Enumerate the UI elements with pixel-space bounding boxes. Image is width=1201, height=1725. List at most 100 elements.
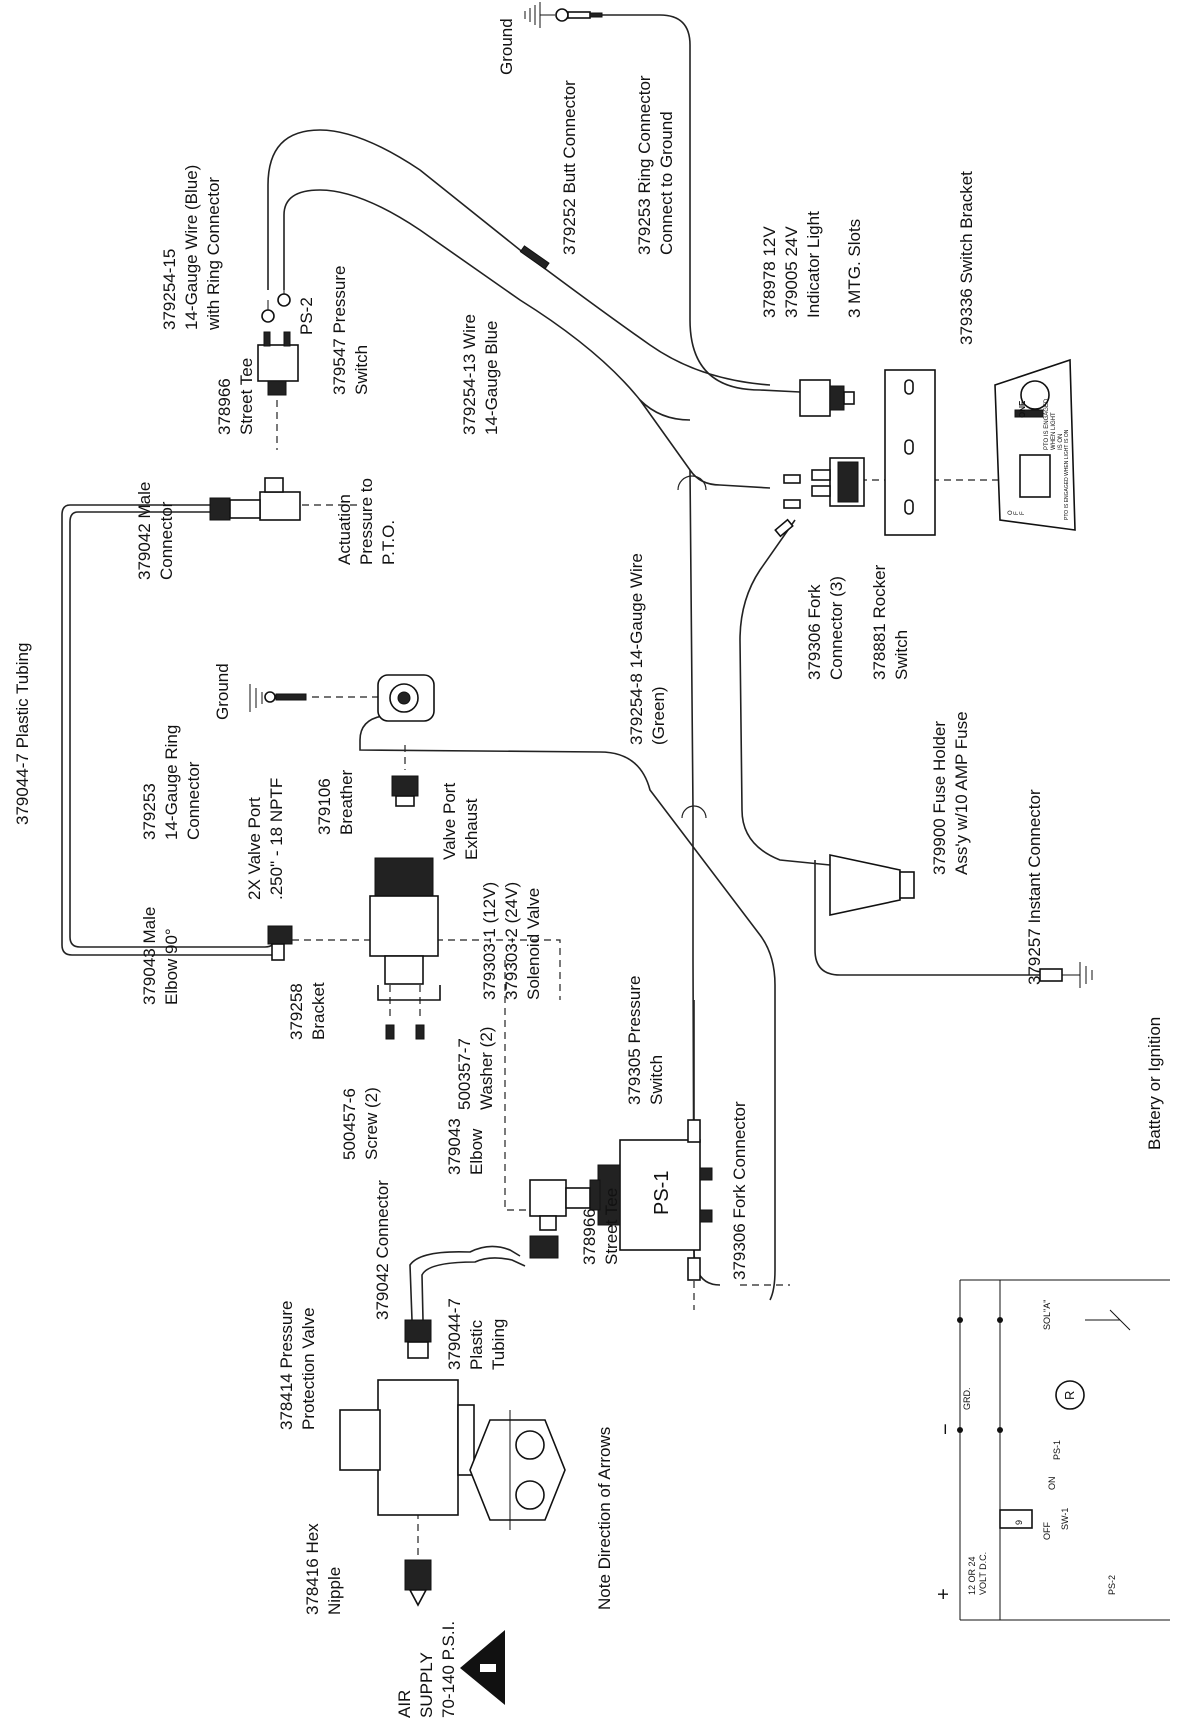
label-ring-14-3: Connector xyxy=(184,761,203,840)
fuse-holder xyxy=(829,854,915,916)
plate-caption: PTO IS ENGAGED WHEN LIGHT IS ON xyxy=(1064,429,1070,520)
label-rocker-2: Switch xyxy=(892,630,911,680)
schematic-relay: R xyxy=(1062,1391,1077,1400)
label-ground-top: Ground xyxy=(497,18,516,75)
label-fork-connector-3-1: 379306 Fork xyxy=(805,584,824,680)
solenoid-coil-head xyxy=(377,674,435,722)
rocker-switch xyxy=(811,457,865,507)
label-male-connector-1: 379042 Male xyxy=(135,482,154,580)
label-street-tee-bot-1: 378966 xyxy=(580,1208,599,1265)
plate-brand: ONE xyxy=(1018,400,1027,418)
air-tubing-inner xyxy=(421,1257,526,1321)
fork-connectors-rocker xyxy=(774,474,801,538)
fuse-wire xyxy=(739,519,831,866)
schematic-grd: GRD. xyxy=(962,1388,972,1411)
label-hex-1: 378416 Hex xyxy=(303,1523,322,1615)
label-screw-2: Screw (2) xyxy=(362,1087,381,1160)
label-street-tee-bot-2: Street Tee xyxy=(602,1188,621,1265)
blue-wire-outer xyxy=(267,129,771,386)
label-wire-13-1: 379254-13 Wire xyxy=(460,314,479,435)
schematic-plus: + xyxy=(933,1588,955,1600)
schematic-ps1: PS-1 xyxy=(1052,1440,1062,1460)
label-indicator-1: 378978 12V xyxy=(760,226,779,318)
plate-line-3: IS ON xyxy=(1058,434,1064,450)
plate-letter-f2: F xyxy=(1020,511,1026,515)
label-solenoid-2: 379303-2 (24V) xyxy=(502,882,521,1000)
schematic-volt-1: 12 OR 24 xyxy=(967,1556,977,1595)
elbow-379043 xyxy=(529,1235,559,1259)
warning-triangle-icon xyxy=(460,1630,505,1705)
label-note-arrows: Note Direction of Arrows xyxy=(595,1427,614,1610)
label-ring-connector-ground-2: Connect to Ground xyxy=(657,111,676,255)
label-elbow-2: Elbow xyxy=(467,1128,486,1175)
label-wire-blue-1: 379254-15 xyxy=(160,249,179,330)
label-male-connector-2: Connector xyxy=(157,501,176,580)
label-ps305-2: Switch xyxy=(647,1055,666,1105)
label-screw-1: 500457-6 xyxy=(340,1088,359,1160)
street-tee-bottom xyxy=(529,1179,591,1231)
label-fork-connector-3-2: Connector (3) xyxy=(827,576,846,680)
label-air-2: SUPPLY xyxy=(417,1652,436,1718)
bracket-379258 xyxy=(377,985,441,1001)
plate-letter-f1: F xyxy=(1014,511,1020,515)
screws xyxy=(385,1024,425,1040)
pressure-switch-ps2 xyxy=(257,331,299,396)
label-butt-connector: 379252 Butt Connector xyxy=(560,80,579,255)
label-solenoid-1: 379303-1 (12V) xyxy=(480,882,499,1000)
label-fuse-2: Ass'y w/10 AMP Fuse xyxy=(952,711,971,875)
bracket-face-plate xyxy=(994,358,1076,531)
switch-bracket xyxy=(884,369,936,536)
solenoid-valve xyxy=(369,857,439,985)
label-air-1: AIR xyxy=(395,1690,414,1718)
label-ground-mid: Ground xyxy=(213,663,232,720)
male-connector-379042 xyxy=(209,497,261,521)
label-connector-379042: 379042 Connector xyxy=(373,1180,392,1320)
label-wire-blue-3: with Ring Connector xyxy=(204,177,223,331)
dash-valve-port xyxy=(280,939,561,1000)
schematic-ps2: PS-2 xyxy=(1107,1575,1117,1595)
label-breather-1: 379106 xyxy=(315,778,334,835)
label-wire-8-1: 379254-8 14-Gauge Wire xyxy=(627,553,646,745)
label-ring-connector-ground-1: 379253 Ring Connector xyxy=(635,75,654,255)
pressure-switch-ps1 xyxy=(589,1139,713,1251)
label-pressure-switch-379547-1: 379547 Pressure xyxy=(330,266,349,395)
blue-wire-inner xyxy=(283,189,691,421)
label-mtg-slots: 3 MTG. Slots xyxy=(845,219,864,318)
label-actuation-2: Pressure to xyxy=(357,478,376,565)
hex-nipple xyxy=(404,1559,432,1607)
label-bracket-2: Bracket xyxy=(309,982,328,1040)
schematic-sola: SOL"A" xyxy=(1042,1300,1052,1330)
label-fork-connector: 379306 Fork Connector xyxy=(730,1101,749,1280)
label-pressure-switch-379547-2: Switch xyxy=(352,345,371,395)
connector-379042-bottom xyxy=(404,1319,432,1359)
label-air-3: 70-140 P.S.I. xyxy=(439,1621,458,1718)
schematic-fuse: 9 xyxy=(1014,1520,1024,1525)
instant-connector xyxy=(1039,962,1093,988)
ring-connectors-blue xyxy=(261,290,291,323)
label-elbow90-1: 379043 Male xyxy=(140,907,159,1005)
label-valve-port-1: 2X Valve Port xyxy=(245,797,264,900)
label-wire-blue-2: 14-Gauge Wire (Blue) xyxy=(182,165,201,330)
schematic-off: OFF xyxy=(1042,1522,1052,1540)
schematic-sw1: SW-1 xyxy=(1060,1508,1070,1530)
label-switch-bracket: 379336 Switch Bracket xyxy=(957,171,976,345)
label-plastic-tubing: 379044-7 Plastic Tubing xyxy=(13,643,32,825)
indicator-light xyxy=(799,379,855,417)
label-tubing-bot-2: Plastic xyxy=(467,1319,486,1370)
solenoid-wire xyxy=(359,714,776,1301)
schematic-on: ON xyxy=(1047,1477,1057,1491)
label-ps2: PS-2 xyxy=(297,297,316,335)
schematic-minus: − xyxy=(935,1423,957,1435)
male-elbow-90 xyxy=(267,925,293,961)
electrical-schematic xyxy=(957,1279,1170,1621)
ground-wire-top xyxy=(570,14,801,393)
label-fuse-1: 379900 Fuse Holder xyxy=(930,721,949,875)
label-ring-14-1: 379253 xyxy=(140,783,159,840)
fuse-to-instant xyxy=(814,860,1040,976)
plate-letter-o: O xyxy=(1008,510,1014,515)
label-valve-port-2: .250" - 18 NPTF xyxy=(267,778,286,900)
crossing-loop-1 xyxy=(681,805,707,819)
label-valve-exhaust-1: Valve Port xyxy=(440,783,459,860)
